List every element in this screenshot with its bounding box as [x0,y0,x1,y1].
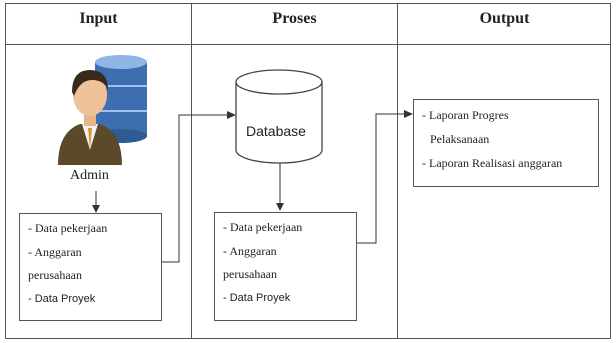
database-cylinder-icon [235,69,323,164]
connector-process-to-output [357,113,405,244]
input-data-box: - Data pekerjaan - Anggaran perusahaan -… [19,213,162,321]
process-item: - Data pekerjaan [223,220,303,234]
database-label: Database [246,123,306,139]
arrowhead-process-to-output [404,110,413,118]
column-title-proses: Proses [272,10,317,27]
arrowhead-admin-to-input [92,205,100,213]
output-item: Pelaksanaan [430,132,490,146]
process-item: - Anggaran [223,243,277,258]
input-item: - Anggaran [28,244,82,259]
admin-label: Admin [70,168,109,183]
input-item: - Data Proyek [28,292,96,305]
column-title-output: Output [479,10,530,27]
process-item: perusahaan [223,267,277,281]
output-item: - Laporan Progres [422,108,509,122]
column-divider [397,4,398,338]
output-item: - Laporan Realisasi anggaran [422,156,563,170]
arrowhead-input-to-database [227,111,236,119]
admin-person-icon [58,70,122,165]
column-title-input: Input [79,10,118,27]
process-data-box: - Data pekerjaan - Anggaran perusahaan -… [214,212,357,321]
input-item: perusahaan [28,268,82,282]
process-item: - Data Proyek [223,291,291,304]
connector-input-to-database [162,114,228,263]
arrowhead-database-to-process [276,203,284,211]
column-divider [191,4,192,338]
input-item: - Data pekerjaan [28,221,108,235]
diagram-frame: Input Proses Output [5,3,611,339]
header-row [6,4,610,45]
admin-icon [58,55,147,165]
output-report-box: - Laporan Progres Pelaksanaan - Laporan … [413,99,599,187]
